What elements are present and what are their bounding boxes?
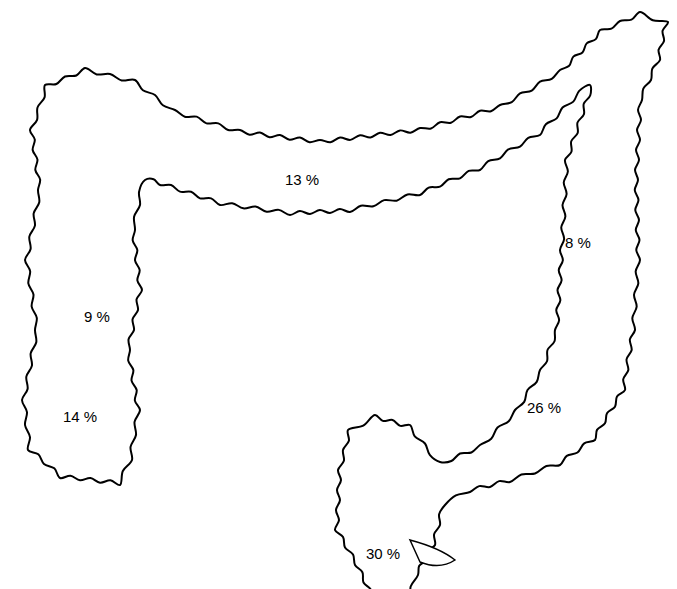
percentage-label: 13 % [285, 171, 319, 189]
percentage-label: 30 % [366, 545, 400, 563]
appendix-fold [410, 540, 455, 566]
colon-outline [22, 12, 668, 589]
percentage-label: 26 % [527, 399, 561, 417]
percentage-label: 9 % [84, 308, 110, 326]
percentage-label: 8 % [565, 234, 591, 252]
percentage-label: 14 % [63, 408, 97, 426]
